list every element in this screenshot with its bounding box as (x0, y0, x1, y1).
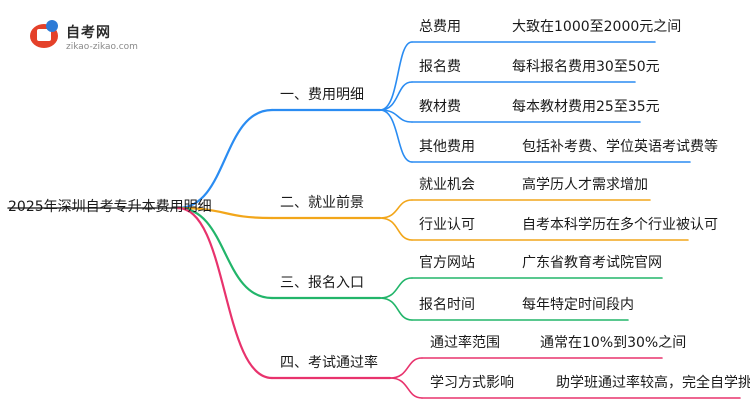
leaf-label: 报名费 (419, 59, 461, 75)
branch-connector-2 (176, 206, 274, 220)
leaf-value: 通常在10%到30%之间 (540, 335, 687, 351)
branch-label-3: 三、报名入口 (280, 275, 364, 291)
leaf-value: 广东省教育考试院官网 (522, 255, 662, 271)
leaf-connector-2-1 (379, 199, 413, 219)
logo-url: zikao-zikao.com (66, 42, 138, 52)
leaf-value: 每科报名费用30至50元 (512, 59, 660, 75)
leaf-connector-3-2 (379, 297, 413, 321)
leaf-label: 行业认可 (419, 217, 475, 233)
leaf-value: 每本教材费用25至35元 (512, 99, 660, 115)
logo-name: 自考网 (66, 25, 111, 41)
branch-connector-1 (176, 108, 274, 210)
leaf-label: 报名时间 (419, 297, 475, 313)
leaf-connector-2-2 (379, 217, 413, 241)
branch-connector-4 (176, 206, 274, 380)
leaf-value: 助学班通过率较高，完全自学挑战大 (556, 375, 750, 391)
branch-label-1: 一、费用明细 (280, 87, 364, 103)
leaf-connector-1-2 (379, 81, 413, 111)
leaf-connector-4-2 (389, 377, 423, 399)
leaf-label: 其他费用 (419, 139, 475, 155)
leaf-label: 总费用 (419, 19, 461, 35)
root-topic: 2025年深圳自考专升本费用明细 (8, 199, 212, 215)
leaf-value: 每年特定时间段内 (522, 297, 634, 313)
leaf-label: 就业机会 (419, 177, 475, 193)
leaf-label: 官方网站 (419, 255, 475, 271)
leaf-value: 高学历人才需求增加 (522, 177, 648, 193)
leaf-label: 教材费 (419, 99, 461, 115)
leaf-connector-3-1 (379, 277, 413, 299)
leaf-connector-1-4 (379, 109, 413, 163)
leaf-label: 通过率范围 (430, 335, 500, 351)
leaf-connector-4-1 (389, 357, 423, 379)
logo-wing-icon (46, 20, 58, 32)
leaf-value: 自考本科学历在多个行业被认可 (522, 217, 718, 233)
leaf-value: 大致在1000至2000元之间 (512, 19, 682, 35)
branch-label-2: 二、就业前景 (280, 195, 364, 211)
site-logo: 自考网 zikao-zikao.com (30, 18, 150, 54)
leaf-label: 学习方式影响 (430, 375, 514, 391)
branch-connector-3 (176, 206, 274, 300)
leaf-value: 包括补考费、学位英语考试费等 (522, 139, 718, 155)
leaf-connector-1-1 (379, 41, 413, 111)
branch-label-4: 四、考试通过率 (280, 355, 378, 371)
